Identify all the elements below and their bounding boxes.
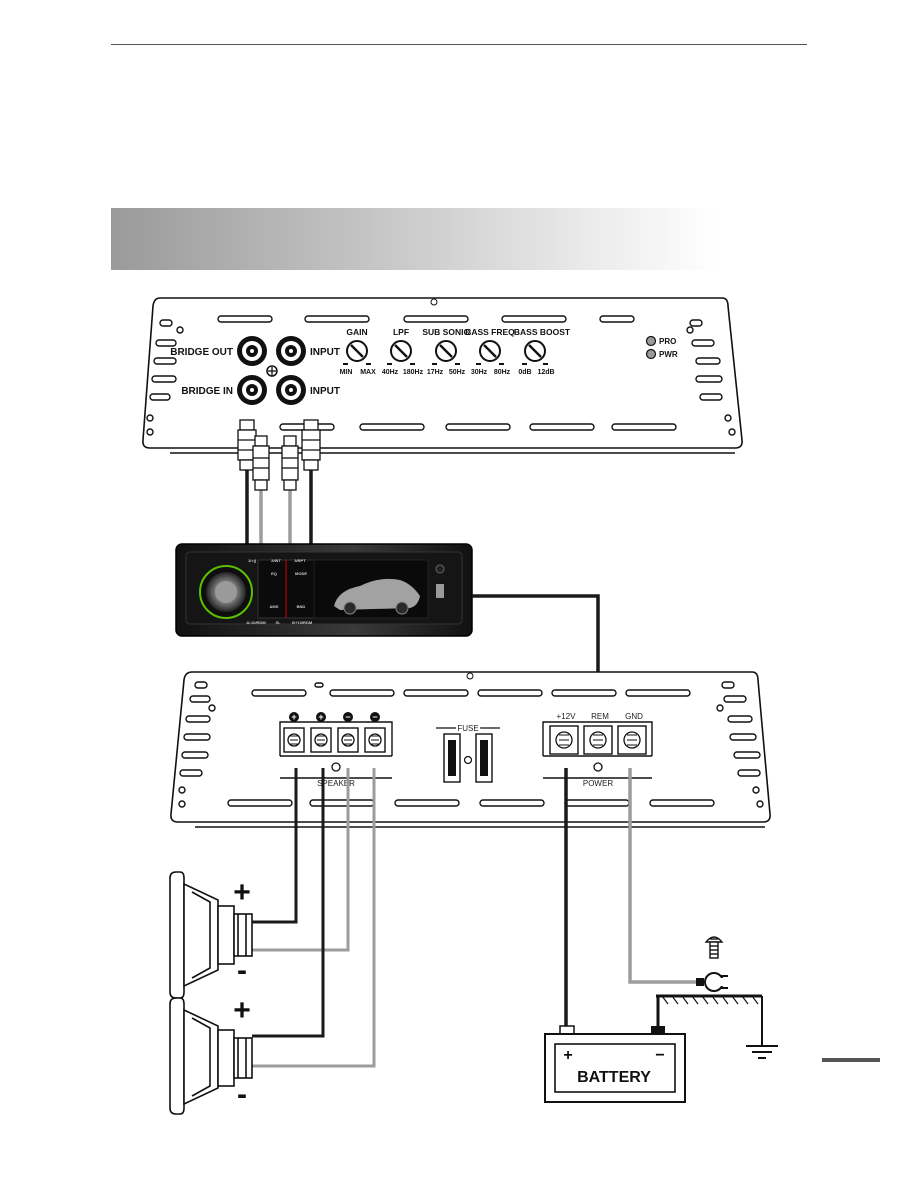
power-label: POWER [583, 779, 613, 788]
button-label-ams: AMS [270, 604, 279, 609]
speaker-terminal-block: + + − − SPEAKER [279, 712, 393, 788]
led-label-pro: PRO [659, 337, 676, 346]
control-max-bass-boost: 12dB [537, 369, 554, 376]
control-label-sub-sonic: SUB SONIC [422, 327, 469, 337]
rca-jack-input-1 [276, 336, 306, 366]
speaker-2-minus: - [237, 1078, 247, 1111]
button-label-3: 3/RPT [294, 558, 306, 563]
button-label-6: 6/+10/RDM [292, 620, 313, 625]
rca-cables [237, 419, 321, 548]
fuse-label: FUSE [457, 724, 478, 733]
rca-jack-bridge-in [237, 375, 267, 405]
knob-lpf: LPF 40Hz 180Hz [382, 327, 424, 376]
control-max-bass-freq: 80Hz [494, 369, 511, 376]
knob-gain: GAIN MIN MAX [340, 327, 377, 376]
speaker-terminal-sign-1: + [291, 712, 296, 722]
amplifier-bottom: + + − − SPEAKER FUSE [170, 671, 771, 828]
subwoofer-1 [169, 871, 253, 999]
control-min-bass-freq: 30Hz [471, 369, 488, 376]
control-min-gain: MIN [340, 369, 353, 376]
page-tab-marker [822, 1058, 880, 1062]
earth-ground-icon [746, 1045, 778, 1059]
battery-label: BATTERY [577, 1069, 651, 1086]
control-min-bass-boost: 0dB [518, 369, 531, 376]
speaker-1-minus: - [237, 954, 247, 987]
knob-bass-boost: BASS BOOST 0dB 12dB [514, 327, 571, 376]
battery-plus: + [563, 1047, 572, 1064]
speaker-terminal-sign-4: − [372, 712, 377, 722]
control-label-gain: GAIN [346, 327, 367, 337]
volume-knob [199, 565, 253, 619]
control-max-lpf: 180Hz [403, 369, 424, 376]
button-label-eq: EQ [271, 571, 277, 576]
car-graphic [334, 578, 420, 615]
knob-sub-sonic: SUB SONIC 17Hz 50Hz [422, 327, 469, 376]
terminal-label-rem: REM [591, 712, 609, 721]
fuse-block: FUSE [436, 722, 500, 783]
chassis-ground [656, 994, 763, 1046]
control-label-bass-boost: BASS BOOST [514, 327, 571, 337]
button-label-2: 2/INT [271, 558, 281, 563]
ground-screw-icon [266, 365, 278, 377]
head-unit: AUX 1/>|| 2/INT 3/RPT EQ MODE AMS BND 4/… [175, 543, 473, 637]
terminal-label-gnd: GND [625, 712, 643, 721]
led-label-pwr: PWR [659, 350, 678, 359]
speaker-2-plus: + [233, 994, 251, 1027]
button-label-mode: MODE [295, 571, 307, 576]
control-min-lpf: 40Hz [382, 369, 399, 376]
rca-jack-input-2 [276, 375, 306, 405]
control-label-bass-freq: BASS FREQ [465, 327, 515, 337]
subwoofer-2 [169, 997, 253, 1115]
ground-screw-icon-bottom [704, 936, 724, 959]
ring-terminal-icon [696, 972, 728, 992]
button-label-bnd: BND [297, 604, 306, 609]
ground-wire [628, 768, 698, 984]
speaker-1-plus: + [233, 876, 251, 909]
control-label-lpf: LPF [393, 327, 409, 337]
speaker-terminal-sign-2: + [318, 712, 323, 722]
speaker-terminal-sign-3: − [345, 712, 350, 722]
control-min-sub-sonic: 17Hz [427, 369, 444, 376]
button-label-4: 4/-10/RDM [246, 620, 266, 625]
power-terminal-block: +12V REM GND POWER [542, 711, 653, 788]
section-header-bar [111, 208, 719, 270]
aux-label: AUX [435, 574, 444, 579]
speaker-wires [252, 768, 376, 1068]
led-pwr: PWR [645, 348, 678, 360]
speaker-label: SPEAKER [317, 779, 355, 788]
button-label-5: 5/- [276, 620, 281, 625]
control-max-sub-sonic: 50Hz [449, 369, 466, 376]
label-input-2: INPUT [310, 386, 340, 397]
label-input-1: INPUT [310, 347, 340, 358]
knob-bass-freq: BASS FREQ 30Hz 80Hz [465, 327, 515, 376]
terminal-label-12v: +12V [557, 712, 577, 721]
button-label-1: 1/>|| [248, 558, 256, 563]
top-rule [111, 44, 807, 45]
amplifier-top: BRIDGE OUT INPUT BRIDGE IN INPUT GAIN MI… [142, 297, 743, 454]
led-pro: PRO [645, 335, 676, 347]
control-max-gain: MAX [360, 369, 376, 376]
rca-jack-bridge-out [237, 336, 267, 366]
battery-minus: − [655, 1047, 664, 1064]
label-bridge-in: BRIDGE IN [181, 386, 233, 397]
battery: + − BATTERY [544, 1025, 686, 1103]
label-bridge-out: BRIDGE OUT [170, 347, 233, 358]
